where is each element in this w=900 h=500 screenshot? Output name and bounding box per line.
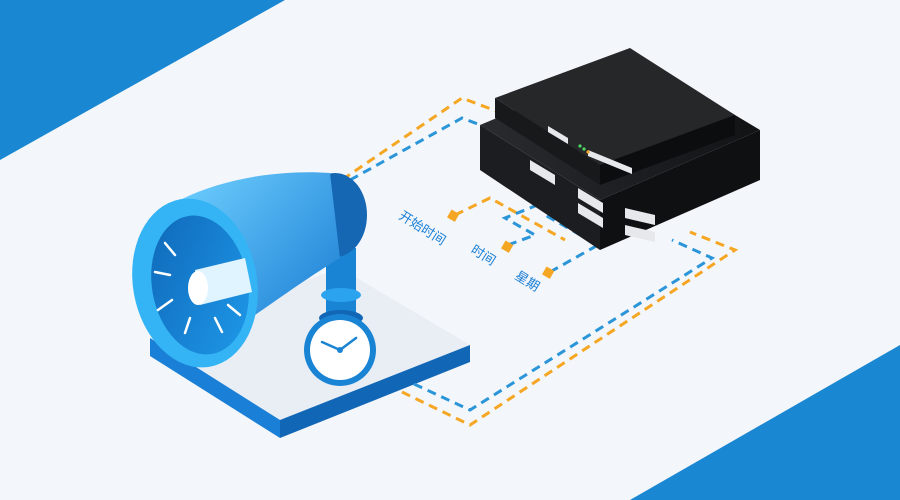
label-time: 时间 [468, 243, 498, 270]
parameter-labels: 开始时间 时间 星期 [396, 209, 542, 296]
label-weekday: 星期 [512, 269, 542, 296]
label-start-time: 开始时间 [396, 209, 448, 249]
status-leds [578, 144, 590, 154]
connector-nodes [447, 209, 555, 279]
corner-band-bottom-right [630, 345, 900, 500]
upper-ports [548, 126, 632, 174]
horn-speaker-icon [132, 172, 367, 368]
clock-icon [304, 314, 376, 386]
corner-band-top-left [0, 0, 285, 160]
ip-pbx-device-icon [480, 48, 760, 250]
lower-ports [530, 160, 655, 242]
